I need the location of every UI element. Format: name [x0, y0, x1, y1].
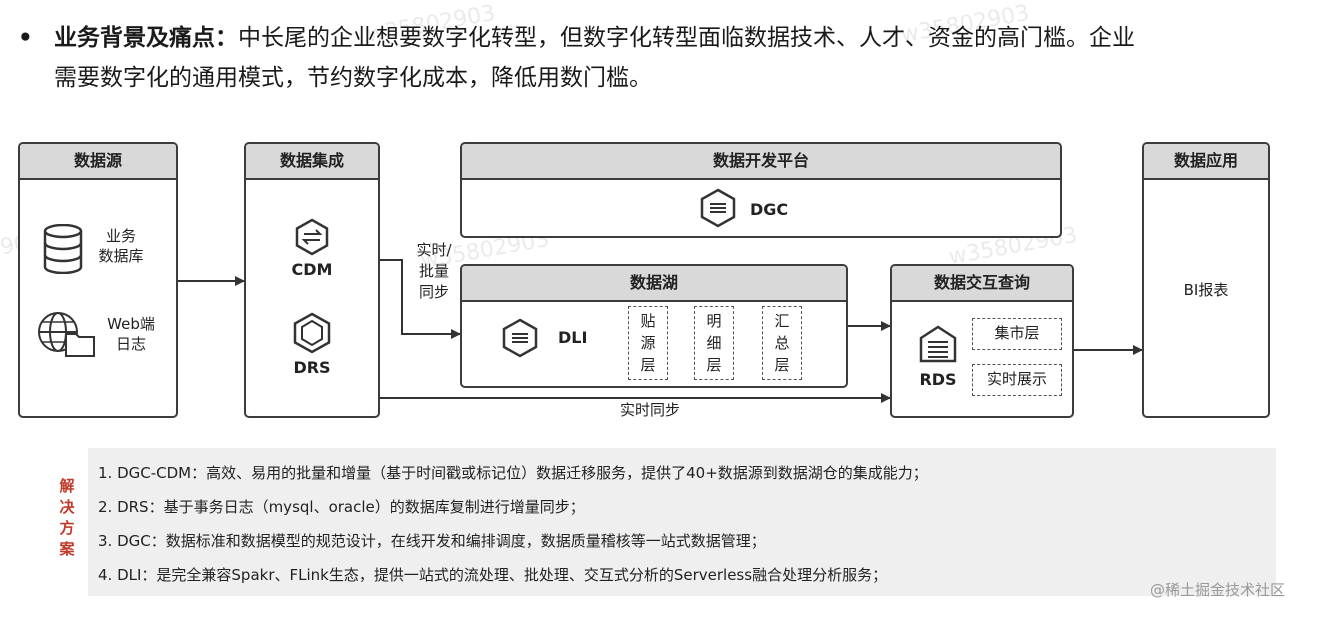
solution-item-3: 3. DGC：数据标准和数据模型的规范设计，在线开发和编排调度，数据质量稽核等一… — [98, 532, 766, 550]
mart-layer: 集市层 — [972, 318, 1062, 350]
bullet: • — [18, 25, 33, 51]
web-label: Web端 日志 — [96, 314, 166, 354]
edge-label-batch: 实时/ 批量 同步 — [408, 240, 460, 303]
layer-summary-char-3: 层 — [774, 356, 790, 374]
cdm-label: CDM — [291, 260, 333, 279]
solution-label-char-1: 解 — [59, 477, 75, 495]
integration-box: 数据集成 CDM DRS — [244, 142, 380, 418]
layer-detail-char-3: 层 — [706, 356, 722, 374]
source-box: 数据源 业务 数据库 Web端 日志 — [18, 142, 178, 418]
edge-label-batch-line-2: 批量 — [418, 262, 449, 280]
rds-label: RDS — [919, 370, 957, 389]
db-label: 业务 数据库 — [90, 226, 152, 266]
solution-label-char-2: 决 — [59, 498, 75, 516]
solution-label: 解 决 方 案 — [56, 476, 78, 560]
query-title: 数据交互查询 — [892, 266, 1072, 302]
database-icon — [43, 224, 83, 274]
intro-line-1-text: 中长尾的企业想要数字化转型，但数字化转型面临数据技术、人才、资金的高门槛。企业 — [238, 25, 1135, 51]
drs-icon — [293, 312, 331, 354]
solution-item-1: 1. DGC-CDM：高效、易用的批量和增量（基于时间戳或标记位）数据迁移服务，… — [98, 464, 928, 482]
solution-list: 1. DGC-CDM：高效、易用的批量和增量（基于时间戳或标记位）数据迁移服务，… — [98, 456, 928, 592]
web-label-line-2: 日志 — [115, 335, 146, 353]
layer-summary-char-1: 汇 — [774, 312, 790, 330]
source-credit: @稀土掘金技术社区 — [1150, 581, 1286, 599]
dli-label: DLI — [558, 328, 588, 347]
intro-heading: 业务背景及痛点： — [54, 25, 238, 51]
integration-title: 数据集成 — [246, 144, 378, 180]
layer-detail-char-2: 细 — [706, 334, 722, 352]
realtime-display: 实时展示 — [972, 364, 1062, 396]
web-label-line-1: Web端 — [107, 315, 155, 333]
edge-label-batch-line-3: 同步 — [418, 283, 449, 301]
layer-source-char-1: 贴 — [640, 312, 656, 330]
dgc-label: DGC — [750, 200, 789, 219]
solution-item-2: 2. DRS：基于事务日志（mysql、oracle）的数据库复制进行增量同步； — [98, 498, 585, 516]
devplatform-box: 数据开发平台 DGC — [460, 142, 1062, 238]
solution-item-4: 4. DLI：是完全兼容Spakr、FLink生态，提供一站式的流处理、批处理、… — [98, 566, 888, 584]
source-title: 数据源 — [20, 144, 176, 180]
layer-summary: 汇 总 层 — [762, 306, 802, 380]
apps-box: 数据应用 BI报表 — [1142, 142, 1270, 418]
drs-label: DRS — [293, 358, 331, 377]
layer-source-char-2: 源 — [640, 334, 656, 352]
layer-summary-char-2: 总 — [774, 334, 790, 352]
layer-source-char-3: 层 — [640, 356, 656, 374]
solution-panel: 1. DGC-CDM：高效、易用的批量和增量（基于时间戳或标记位）数据迁移服务，… — [88, 448, 1276, 596]
intro-line-2: 需要数字化的通用模式，节约数字化成本，降低用数门槛。 — [54, 65, 652, 91]
edge-label-realtime: 实时同步 — [619, 401, 680, 419]
dgc-icon — [700, 188, 736, 228]
db-label-line-2: 数据库 — [98, 247, 144, 265]
layer-detail-char-1: 明 — [706, 312, 722, 330]
edge-integration-to-lake — [380, 259, 461, 339]
solution-label-char-3: 方 — [59, 519, 75, 537]
cdm-icon — [295, 218, 329, 256]
query-box: 数据交互查询 RDS 集市层 实时展示 — [890, 264, 1074, 418]
solution-label-char-4: 案 — [59, 540, 75, 558]
web-log-icon — [38, 312, 95, 357]
intro-line-1: 业务背景及痛点：中长尾的企业想要数字化转型，但数字化转型面临数据技术、人才、资金… — [54, 18, 1135, 58]
db-label-line-1: 业务 — [105, 227, 136, 245]
lake-title: 数据湖 — [462, 266, 846, 302]
dli-icon — [502, 318, 538, 358]
layer-detail: 明 细 层 — [694, 306, 734, 380]
layer-source: 贴 源 层 — [628, 306, 668, 380]
edge-label-batch-line-1: 实时/ — [416, 241, 452, 259]
devplatform-title: 数据开发平台 — [462, 144, 1060, 180]
apps-title: 数据应用 — [1144, 144, 1268, 180]
lake-box: 数据湖 DLI 贴 源 层 明 细 层 汇 总 层 — [460, 264, 848, 388]
rds-icon — [919, 325, 957, 363]
bi-report-label: BI报表 — [1183, 281, 1229, 299]
